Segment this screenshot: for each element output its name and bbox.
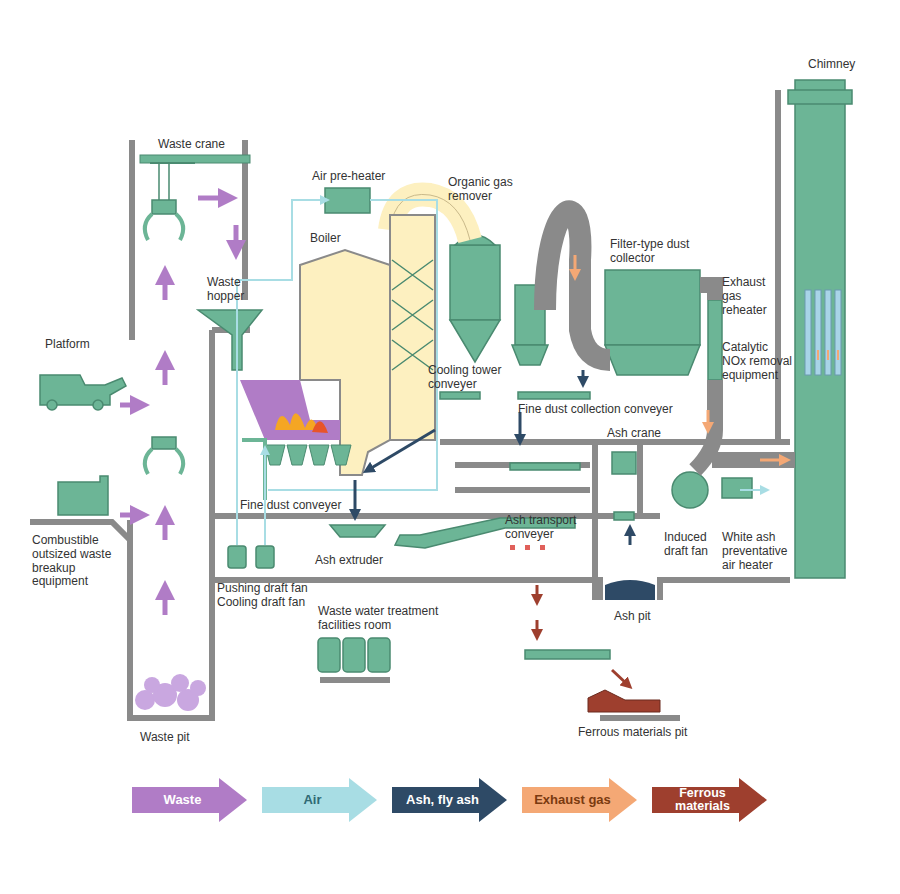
part-label: Platform xyxy=(45,338,125,352)
part-label: Filter-type dust collector xyxy=(610,238,710,266)
part-label: Catalytic NOx removal equipment xyxy=(722,341,794,382)
legend-text: Ash, fly ash xyxy=(406,793,479,807)
part-label: Ash pit xyxy=(614,610,674,624)
part-label: Chimney xyxy=(808,58,888,72)
part-label: Ash crane xyxy=(607,427,687,441)
part-label: Combustible outsized waste breakup equip… xyxy=(32,534,132,589)
legend-text: Exhaust gas xyxy=(534,793,611,807)
part-label: Ferrous materials pit xyxy=(578,726,708,740)
part-label: Waste hopper xyxy=(207,276,262,304)
part-label: Boiler xyxy=(310,232,370,246)
part-label: Organic gas remover xyxy=(448,176,523,204)
legend-text: Waste xyxy=(164,793,202,807)
part-label: Exhaust gas reheater xyxy=(722,276,782,317)
part-label: Fine dust collection conveyer xyxy=(518,403,698,417)
part-label: Cooling tower conveyer xyxy=(428,364,518,392)
part-label: Ash extruder xyxy=(315,554,405,568)
part-label: White ash preventative air heater xyxy=(722,531,794,572)
legend-text: Ferrous materials xyxy=(655,787,750,813)
part-label: Fine dust conveyer xyxy=(240,499,370,513)
part-label: Ash transport conveyer xyxy=(505,514,590,542)
part-label: Waste pit xyxy=(140,731,220,745)
part-label: Waste water treatment facilities room xyxy=(318,605,463,633)
legend-text: Air xyxy=(303,793,321,807)
part-label: Pushing draft fan xyxy=(217,582,337,596)
part-label: Induced draft fan xyxy=(664,531,722,559)
part-label: Waste crane xyxy=(158,138,258,152)
part-label: Air pre-heater xyxy=(312,170,412,184)
